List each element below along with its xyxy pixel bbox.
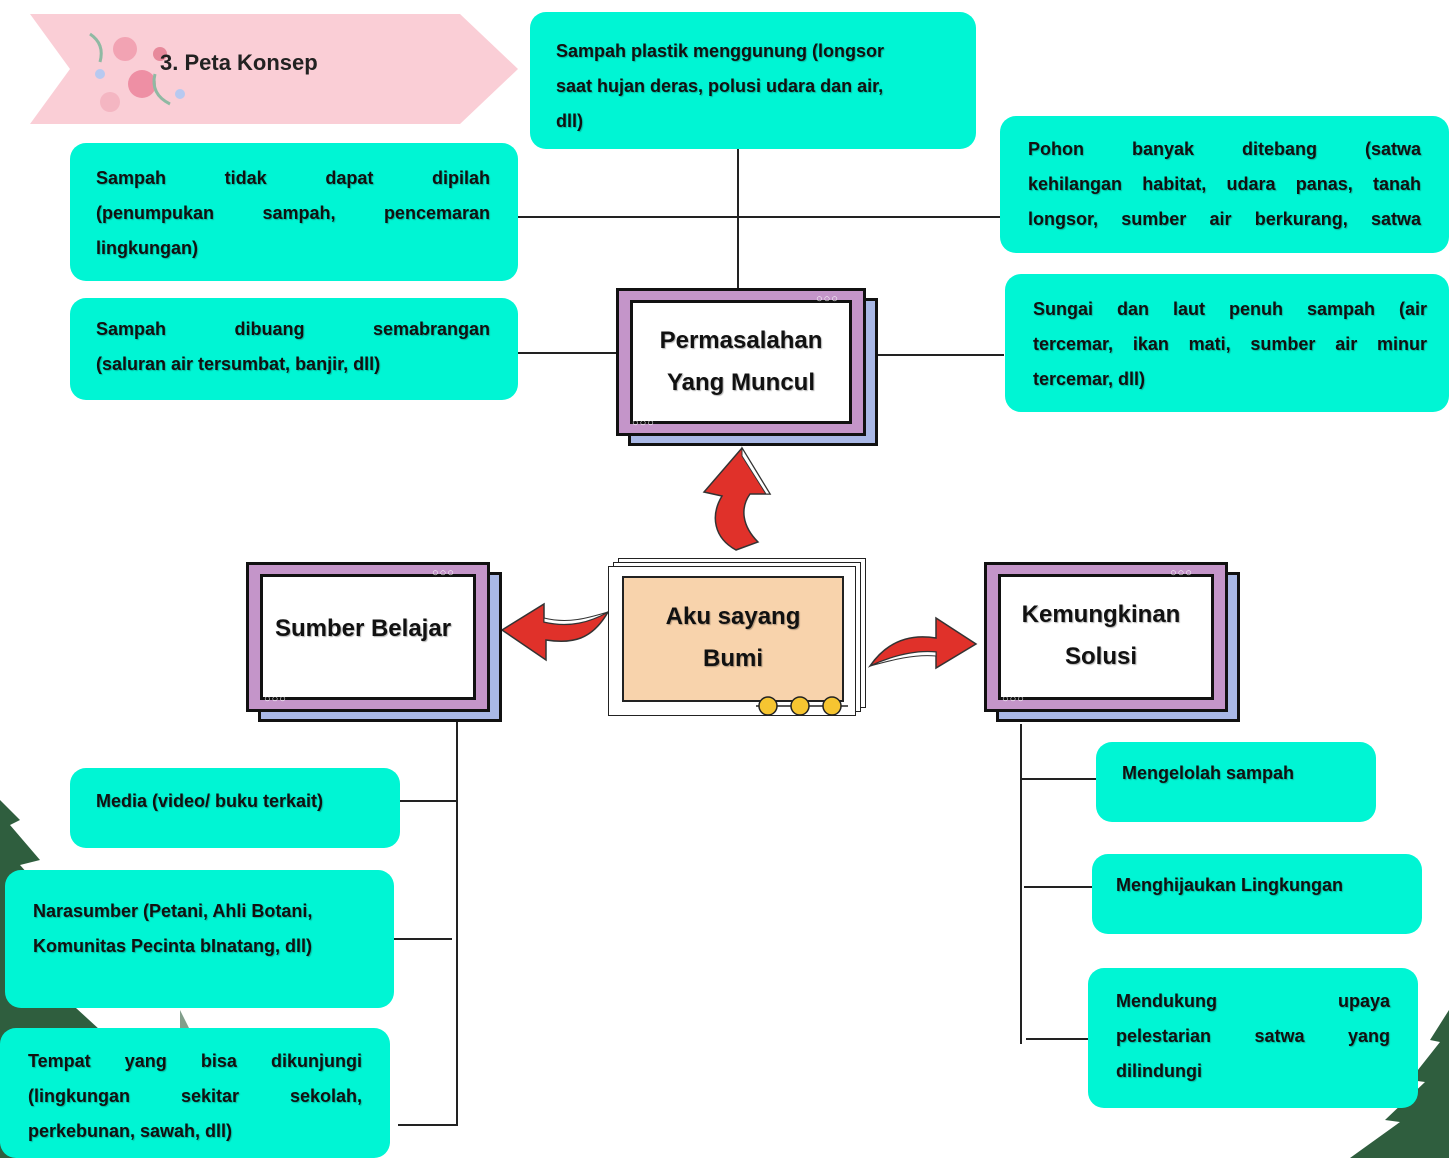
- connector: [1024, 886, 1092, 888]
- banner-shape-icon: [30, 14, 518, 124]
- window-dots-icon: ○○○: [264, 693, 287, 705]
- arrow-right-icon: [868, 616, 978, 670]
- problem-node-plastic: Sampah plastik menggunung (longsor saat …: [530, 12, 976, 149]
- node-line: (saluran air tersumbat, banjir, dll): [96, 354, 381, 374]
- connector: [394, 938, 452, 940]
- connector: [398, 1124, 456, 1126]
- hub-label-line: Solusi: [1064, 643, 1137, 670]
- window-dots-icon: ○○○: [432, 567, 455, 579]
- hub-label-line: Kemungkinan: [1021, 601, 1181, 628]
- node-line: saat hujan deras, polusi udara dan air,: [556, 76, 884, 96]
- chain-dots-icon: [756, 696, 848, 716]
- page-title: 3. Peta Konsep: [160, 50, 318, 75]
- problem-node-unsorted-waste: Sampah tidak dapat dipilah (penumpukan s…: [70, 143, 518, 281]
- tree-decoration-right: [1350, 1010, 1449, 1158]
- node-line: Media (video/ buku terkait): [96, 791, 324, 811]
- node-line: tercemar, ikan mati, sumber air minur: [1033, 334, 1427, 354]
- source-hub: ○○○ ○○○ Sumber Belajar: [246, 562, 502, 722]
- node-line: Sampah tidak dapat dipilah: [96, 168, 490, 188]
- node-line: Sampah dibuang semabrangan: [96, 319, 490, 339]
- hub-label-line: Permasalahan: [659, 327, 823, 354]
- center-label-line: Bumi: [703, 645, 763, 672]
- arrow-left-icon: [500, 602, 610, 662]
- solution-hub: ○○○ ○○○ Kemungkinan Solusi: [984, 562, 1240, 722]
- node-line: Tempat yang bisa dikunjungi: [28, 1051, 362, 1071]
- problem-node-littering: Sampah dibuang semabrangan (saluran air …: [70, 298, 518, 400]
- hub-label-line: Sumber Belajar: [274, 615, 452, 642]
- center-topic: Aku sayang Bumi: [608, 558, 866, 716]
- node-line: Mengelolah sampah: [1122, 763, 1295, 783]
- node-line: (penumpukan sampah, pencemaran: [96, 203, 490, 223]
- problem-node-deforestation: Pohon banyak ditebang (satwa kehilangan …: [1000, 116, 1449, 253]
- connector: [1020, 778, 1096, 780]
- arrow-up-icon: [702, 446, 772, 551]
- solution-node-greening: Menghijaukan Lingkungan: [1092, 854, 1422, 934]
- window-dots-icon: ○○○: [1002, 693, 1025, 705]
- node-line: Pohon banyak ditebang (satwa: [1028, 139, 1421, 159]
- node-line: Sungai dan laut penuh sampah (air: [1033, 299, 1427, 319]
- node-line: perkebunan, sawah, dll): [28, 1121, 233, 1141]
- window-dots-icon: ○○○: [1170, 567, 1193, 579]
- node-line: Narasumber (Petani, Ahli Botani,: [33, 901, 313, 921]
- node-line: longsor, sumber air berkurang, satwa: [1028, 209, 1421, 229]
- node-line: Mendukung upaya: [1116, 991, 1390, 1011]
- node-line: Sampah plastik menggunung (longsor: [556, 41, 885, 61]
- connector: [876, 354, 1004, 356]
- node-line: tercemar, dll): [1033, 369, 1146, 389]
- problem-hub: ○○○ ○○○ Permasalahan Yang Muncul: [616, 288, 878, 446]
- connector: [1020, 724, 1022, 1044]
- source-node-media: Media (video/ buku terkait): [70, 768, 400, 848]
- source-node-places: Tempat yang bisa dikunjungi (lingkungan …: [0, 1028, 390, 1158]
- window-dots-icon: ○○○: [816, 293, 839, 305]
- title-banner: 3. Peta Konsep: [30, 14, 520, 124]
- node-line: lingkungan): [96, 238, 198, 258]
- window-dots-icon: ○○○: [632, 417, 655, 429]
- node-line: Menghijaukan Lingkungan: [1116, 875, 1344, 895]
- connector: [518, 352, 618, 354]
- connector: [400, 800, 458, 802]
- connector: [737, 148, 739, 290]
- node-line: Komunitas Pecinta bInatang, dll): [33, 936, 313, 956]
- connector: [456, 722, 458, 1126]
- node-line: dll): [556, 111, 583, 131]
- problem-node-polluted-water: Sungai dan laut penuh sampah (air tercem…: [1005, 274, 1449, 412]
- solution-node-wildlife: Mendukung upaya pelestarian satwa yang d…: [1088, 968, 1418, 1108]
- source-node-resource-person: Narasumber (Petani, Ahli Botani, Komunit…: [5, 870, 394, 1008]
- node-line: pelestarian satwa yang: [1116, 1026, 1390, 1046]
- solution-node-waste-management: Mengelolah sampah: [1096, 742, 1376, 822]
- connector: [518, 216, 1000, 218]
- node-line: dilindungi: [1116, 1061, 1202, 1081]
- hub-label-line: Yang Muncul: [666, 369, 815, 396]
- connector: [1026, 1038, 1088, 1040]
- node-line: kehilangan habitat, udara panas, tanah: [1028, 174, 1421, 194]
- node-line: (lingkungan sekitar sekolah,: [28, 1086, 362, 1106]
- center-label-line: Aku sayang: [665, 603, 801, 630]
